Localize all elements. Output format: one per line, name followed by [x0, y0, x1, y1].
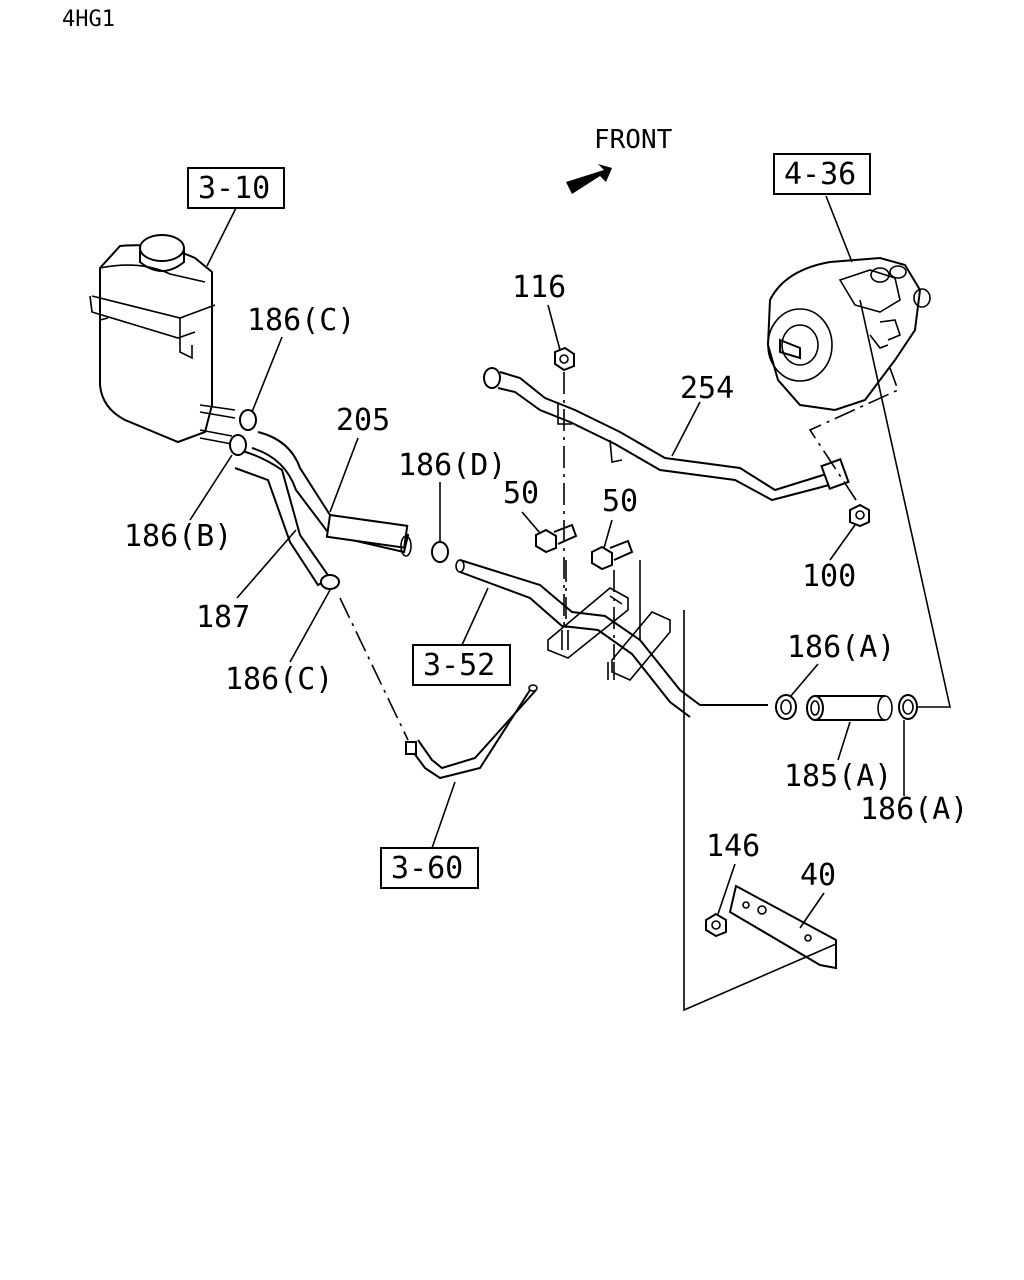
- pipe-3-60: [405, 684, 538, 780]
- ref-box-3-60[interactable]: 3-60: [380, 847, 479, 889]
- label-186a-top: 186(A): [787, 630, 895, 665]
- clamp-186c-bottom: [320, 574, 340, 590]
- bracket-40: [728, 884, 837, 970]
- reservoir-tank: [89, 234, 236, 445]
- pipe-bracket-left: [547, 587, 629, 659]
- label-254: 254: [680, 371, 734, 406]
- pipe-254: [483, 367, 850, 502]
- ref-box-4-36[interactable]: 4-36: [773, 153, 871, 195]
- clamp-186b: [229, 434, 247, 456]
- bolt-50-left: [535, 523, 578, 554]
- ref-3-60-text: 3-60: [391, 851, 463, 886]
- ref-box-3-10[interactable]: 3-10: [187, 167, 285, 209]
- power-steering-pump: [766, 256, 931, 412]
- stud-right: [607, 662, 615, 680]
- label-205: 205: [336, 403, 390, 438]
- nut-146: [705, 912, 727, 938]
- model-code: 4HG1: [62, 7, 115, 32]
- label-40: 40: [800, 858, 836, 893]
- label-50-right: 50: [602, 484, 638, 519]
- nut-116: [554, 346, 575, 372]
- label-100: 100: [802, 559, 856, 594]
- clamp-186a-right: [898, 694, 918, 720]
- clamp-186a-left: [775, 694, 797, 720]
- front-label: FRONT: [594, 125, 673, 155]
- label-146: 146: [706, 829, 760, 864]
- front-arrow-icon: [566, 164, 612, 194]
- label-186b: 186(B): [124, 519, 232, 554]
- hose-205: [251, 431, 412, 557]
- pipe-3-52: [455, 559, 768, 718]
- pipe-bracket-right: [611, 611, 671, 681]
- ref-3-10-text: 3-10: [198, 171, 270, 206]
- stud-left: [561, 630, 569, 650]
- ref-box-3-52[interactable]: 3-52: [412, 644, 511, 686]
- label-187: 187: [196, 600, 250, 635]
- label-116: 116: [512, 270, 566, 305]
- label-185a: 185(A): [784, 759, 892, 794]
- bolt-50-right: [591, 539, 634, 571]
- hose-185a: [806, 695, 893, 721]
- ref-3-52-text: 3-52: [423, 648, 495, 683]
- label-186c-top: 186(C): [247, 303, 355, 338]
- clamp-186c-top: [239, 409, 257, 431]
- hose-187: [234, 449, 332, 587]
- clamp-186d: [431, 541, 449, 563]
- label-186c-bottom: 186(C): [225, 662, 333, 697]
- label-50-left: 50: [503, 476, 539, 511]
- nut-100: [849, 503, 870, 528]
- label-186d: 186(D): [398, 448, 506, 483]
- ref-4-36-text: 4-36: [784, 157, 856, 192]
- label-186a-bottom: 186(A): [860, 792, 968, 827]
